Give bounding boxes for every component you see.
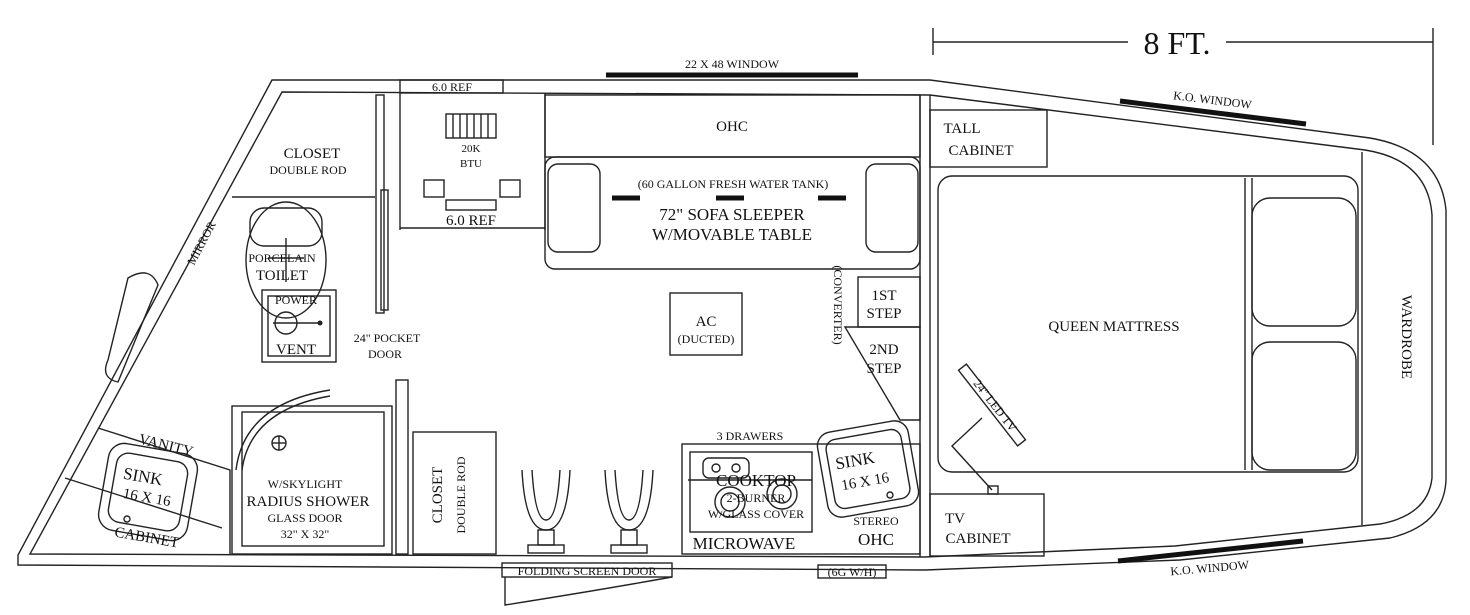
folding-screen-door	[501, 562, 673, 578]
cooktop-line1: COOKTOP	[716, 471, 796, 490]
heater-line2: BTU	[460, 158, 482, 170]
cabinet-label: CABINET	[113, 525, 180, 552]
ac-unit	[669, 292, 743, 356]
chair-left	[521, 469, 571, 554]
tv-cabinet	[929, 493, 1045, 557]
pocket-door-line2: DOOR	[368, 347, 402, 361]
water-heater-label: (6G W/H)	[828, 565, 877, 579]
dimension-label: 8 FT.	[1144, 25, 1211, 61]
sink-left-line1: SINK	[122, 464, 165, 490]
sink-right-line2: 16 X 16	[840, 470, 891, 494]
ko-window-top	[1119, 98, 1307, 127]
closet-bottom	[412, 431, 497, 555]
sink-left-line2: 16 X 16	[122, 486, 173, 510]
mirror-shape	[104, 272, 159, 383]
cooktop: COOKTOP 2-BURNER W/GLASS COVER	[689, 451, 813, 533]
led-tv-label: 24" LED TV	[971, 377, 1020, 435]
queen-mattress: QUEEN MATTRESS	[937, 175, 1359, 473]
sofa-line2: W/MOVABLE TABLE	[652, 225, 812, 244]
converter-label: (CONVERTER)	[831, 265, 845, 344]
pocket-door-jamb	[375, 94, 385, 314]
tall-cabinet-line1: TALL	[943, 121, 980, 137]
mattress-label: QUEEN MATTRESS	[1048, 319, 1179, 335]
wardrobe-label: WARDROBE	[1398, 295, 1414, 379]
heater-line1: 20K	[462, 143, 481, 155]
mirror-label: MIRROR	[184, 219, 219, 267]
tall-cabinet	[929, 109, 1048, 168]
vanity-counter	[97, 427, 231, 554]
toilet: PORCELAIN TOILET	[245, 201, 327, 319]
ac-line2: (DUCTED)	[678, 332, 735, 346]
ref-top-label: 6.0 REF	[432, 80, 472, 94]
sofa-line1: 72" SOFA SLEEPER	[659, 205, 805, 224]
tall-cabinet-line2: CABINET	[949, 143, 1014, 159]
cooktop-line2: 2-BURNER	[727, 491, 786, 505]
heater-20k: 20K BTU	[423, 113, 521, 211]
water-heater	[817, 564, 887, 579]
shower-line2: RADIUS SHOWER	[247, 494, 370, 510]
second-step-line1: 2ND	[869, 342, 898, 358]
ref-bottom-label: 6.0 REF	[446, 213, 496, 229]
first-step-line1: 1ST	[871, 288, 896, 304]
closet-top-line2: DOUBLE ROD	[270, 163, 347, 177]
power-vent: POWER VENT	[261, 289, 337, 363]
stereo-line2: OHC	[858, 530, 894, 549]
microwave-label: MICROWAVE	[693, 534, 796, 553]
shower-line1: W/SKYLIGHT	[268, 477, 343, 491]
dimension-8ft: 8 FT.	[932, 25, 1434, 145]
ac-line1: AC	[696, 314, 717, 330]
vent-line2: VENT	[276, 342, 316, 358]
window-22x48-label: 22 X 48 WINDOW	[685, 57, 780, 71]
sofa-tank: (60 GALLON FRESH WATER TANK)	[638, 177, 829, 191]
chair-right	[604, 469, 654, 554]
folding-door-label: FOLDING SCREEN DOOR	[518, 564, 657, 578]
pocket-door	[380, 189, 389, 311]
trailer-outline	[17, 79, 1447, 571]
sink-right: SINK 16 X 16	[816, 420, 920, 518]
sink-right-line1: SINK	[834, 448, 877, 474]
radius-shower: W/SKYLIGHT RADIUS SHOWER GLASS DOOR 32" …	[231, 389, 393, 555]
closet-bottom-line1: CLOSET	[430, 467, 446, 524]
toilet-line2: TOILET	[256, 268, 308, 284]
sofa-sleeper: (60 GALLON FRESH WATER TANK) 72" SOFA SL…	[544, 156, 921, 270]
drawers-label: 3 DRAWERS	[717, 429, 784, 443]
trailer-inner-wall	[28, 91, 1433, 558]
toilet-line1: PORCELAIN	[248, 251, 316, 265]
cooktop-line3: W/GLASS COVER	[708, 507, 804, 521]
shower-line4: 32" X 32"	[281, 527, 330, 541]
ohc-top-label: OHC	[716, 119, 748, 135]
entry-door-swing	[504, 576, 673, 606]
ref-top-box	[399, 79, 504, 94]
led-tv: 24" LED TV	[951, 363, 1027, 495]
vent-line1: POWER	[275, 293, 317, 307]
first-step-line2: STEP	[866, 306, 901, 322]
closet-bottom-line2: DOUBLE ROD	[454, 456, 468, 533]
tv-cabinet-line2: CABINET	[946, 531, 1011, 547]
pocket-door-line1: 24" POCKET	[354, 331, 421, 345]
stereo-line1: STEREO	[853, 514, 899, 528]
second-step-line2: STEP	[866, 361, 901, 377]
closet-top-line1: CLOSET	[284, 146, 341, 162]
tv-cabinet-line1: TV	[945, 511, 965, 527]
ko-window-bottom-label: K.O. WINDOW	[1170, 558, 1250, 579]
ko-window-bottom	[1117, 538, 1304, 564]
shower-line3: GLASS DOOR	[267, 511, 342, 525]
